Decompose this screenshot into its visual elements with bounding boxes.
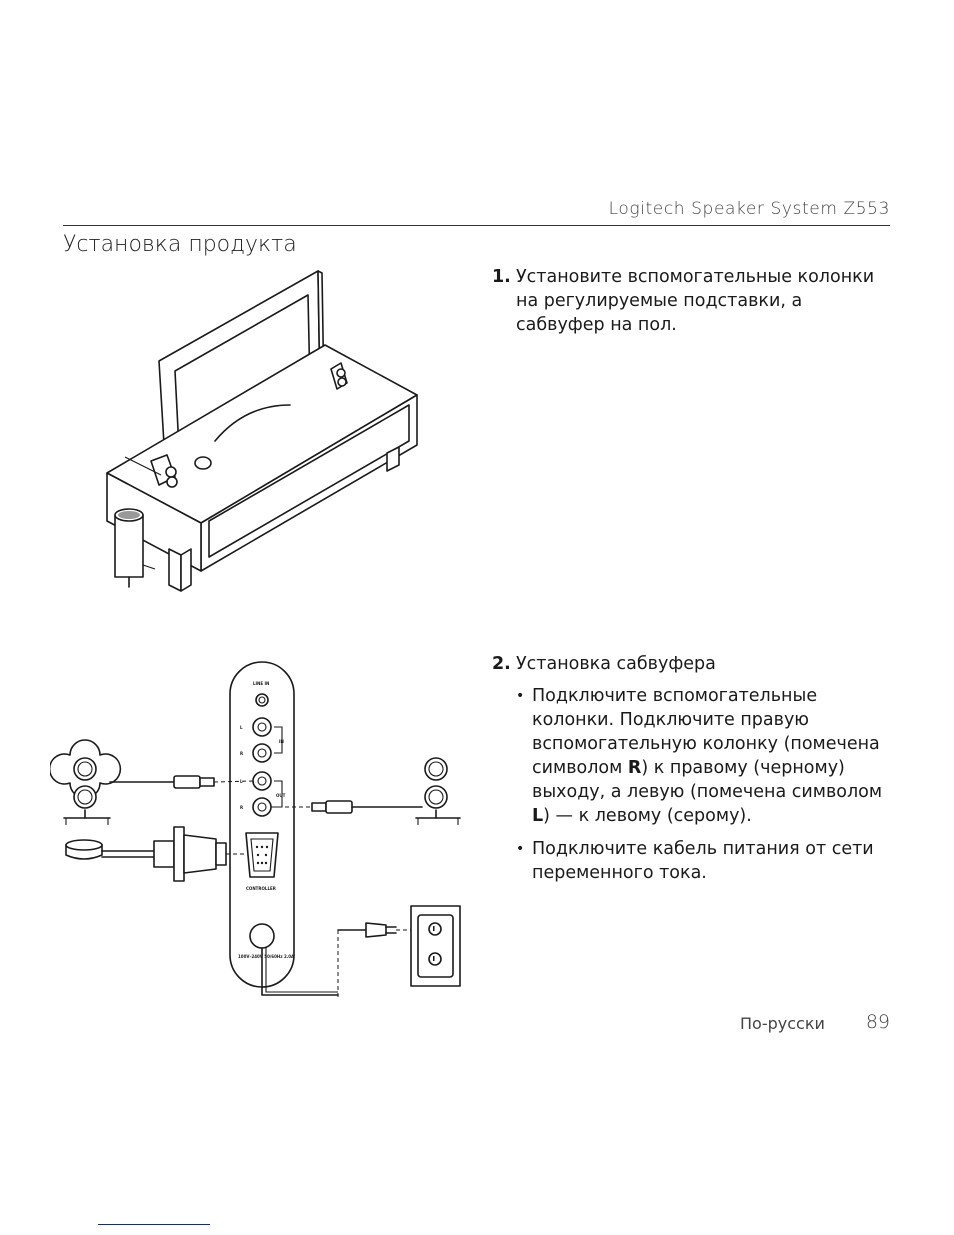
controller-label: CONTROLLER [246,886,276,891]
power-plug-icon [365,922,397,938]
bullet-connect-power: Подключите кабель питания от сети переме… [516,837,892,885]
step-1-number: 1. [492,267,511,287]
right-satellite-icon [415,757,461,825]
step-1-text: Установите вспомогательные колонки на ре… [516,267,875,335]
bullet-connect-satellites: Подключите вспомогательные колонки. Подк… [516,684,892,828]
bold-l-symbol: L [532,806,544,826]
page-number: 89 [865,1011,890,1033]
left-satellite-icon [50,739,122,825]
header-divider [63,225,890,226]
tv-stand-illustration [106,270,418,592]
line-in-label: LINE IN [253,681,269,686]
input-r-label: R [240,751,243,756]
output-r-label: R [240,805,243,810]
step-2-title: Установка сабвуфера [516,654,716,674]
left-satellite-speaker [124,454,178,488]
step-1: 1. Установите вспомогательные колонки на… [492,265,892,337]
right-satellite-speaker [330,362,348,390]
subwoofer-illustration [114,508,156,588]
db9-connector-icon [153,826,227,882]
step-2: 2. Установка сабвуфера Подключите вспомо… [492,652,892,894]
footer-language: По-русски [740,1014,825,1033]
step-2-bullets: Подключите вспомогательные колонки. Подк… [492,684,892,885]
bottom-divider [98,1224,210,1225]
in-label: IN [279,739,284,744]
out-label: OUT [276,793,286,798]
input-l-label: L [240,725,243,730]
subwoofer-wiring-diagram: LINE IN L R IN L R OUT CONTROLLER 100V–2… [50,661,461,1000]
section-title: Установка продукта [63,232,297,257]
wall-outlet-icon [410,905,461,987]
bold-r-symbol: R [627,758,642,778]
document-header-title: Logitech Speaker System Z553 [608,199,890,219]
step-2-number: 2. [492,654,511,674]
output-l-label: L [240,779,243,784]
controller-puck-icon [65,839,103,860]
